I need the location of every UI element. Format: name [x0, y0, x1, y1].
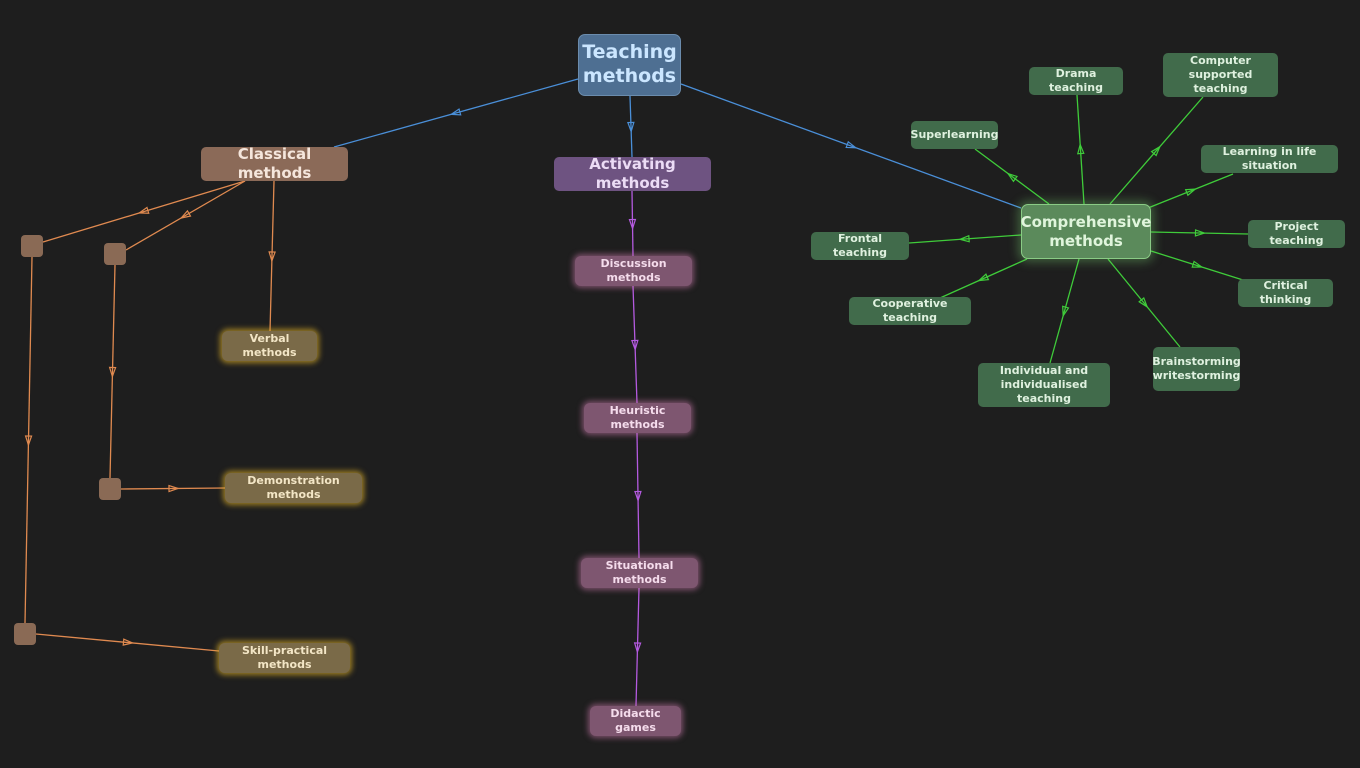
link-situational-didactic — [633, 587, 642, 707]
link-root-comprehensive — [680, 83, 1022, 209]
link-comprehensive-brainstorming — [1107, 258, 1181, 348]
junction-node[interactable] — [14, 623, 36, 645]
individual-and-individualised-teaching-node[interactable]: Individual and individualised teaching — [978, 363, 1110, 407]
link-discussion-heuristic — [631, 285, 639, 404]
cooperative-teaching-node[interactable]: Cooperative teaching — [849, 297, 971, 325]
link-heuristic-situational — [634, 432, 642, 559]
link-root-classical — [333, 78, 579, 148]
brainstorming-writestorming-node[interactable]: Brainstorming writestorming — [1152, 347, 1241, 391]
demonstration-methods-node[interactable]: Demonstration methods — [225, 473, 362, 503]
link-comprehensive-computer — [1109, 96, 1204, 205]
junction-node[interactable] — [21, 235, 43, 257]
link-junction-skill-practical — [35, 633, 220, 652]
comprehensive-methods-node[interactable]: Comprehensive methods — [1021, 204, 1151, 259]
situational-methods-node[interactable]: Situational methods — [581, 558, 698, 588]
link-activating-discussion — [628, 190, 637, 257]
drama-teaching-node[interactable]: Drama teaching — [1029, 67, 1123, 95]
classical-methods-node[interactable]: Classical methods — [201, 145, 348, 182]
didactic-games-node[interactable]: Didactic games — [590, 706, 681, 736]
link-comprehensive-cooperative — [939, 258, 1028, 299]
link-classical-junction — [42, 180, 246, 243]
link-classical-verbal — [268, 180, 276, 332]
frontal-teaching-node[interactable]: Frontal teaching — [811, 232, 909, 260]
junction-node[interactable] — [104, 243, 126, 265]
computer-supported-teaching-node[interactable]: Computer supported teaching — [1163, 53, 1278, 97]
link-junction-junction — [24, 256, 33, 624]
link-junction-junction — [108, 264, 117, 479]
link-comprehensive-project — [1150, 229, 1249, 237]
link-comprehensive-critical — [1150, 250, 1244, 281]
heuristic-methods-node[interactable]: Heuristic methods — [584, 403, 691, 433]
superlearning-node[interactable]: Superlearning — [911, 121, 998, 149]
discussion-methods-node[interactable]: Discussion methods — [575, 256, 692, 286]
link-classical-junction — [125, 180, 246, 251]
link-root-activating — [627, 95, 635, 158]
link-comprehensive-frontal — [908, 234, 1022, 244]
junction-node[interactable] — [99, 478, 121, 500]
link-comprehensive-learning — [1147, 173, 1234, 209]
critical-thinking-node[interactable]: Critical thinking — [1238, 279, 1333, 307]
link-comprehensive-drama — [1076, 94, 1085, 205]
link-comprehensive-individual — [1049, 258, 1080, 364]
skill-practical-methods-node[interactable]: Skill-practical methods — [219, 643, 350, 673]
project-teaching-node[interactable]: Project teaching — [1248, 220, 1345, 248]
link-junction-demonstration — [120, 484, 226, 493]
root-node[interactable]: Teaching methods — [578, 34, 681, 96]
activating-methods-node[interactable]: Activating methods — [554, 155, 711, 192]
verbal-methods-node[interactable]: Verbal methods — [222, 331, 317, 361]
link-comprehensive-superlearning — [974, 148, 1050, 205]
learning-in-life-situation-node[interactable]: Learning in life situation — [1201, 145, 1338, 173]
